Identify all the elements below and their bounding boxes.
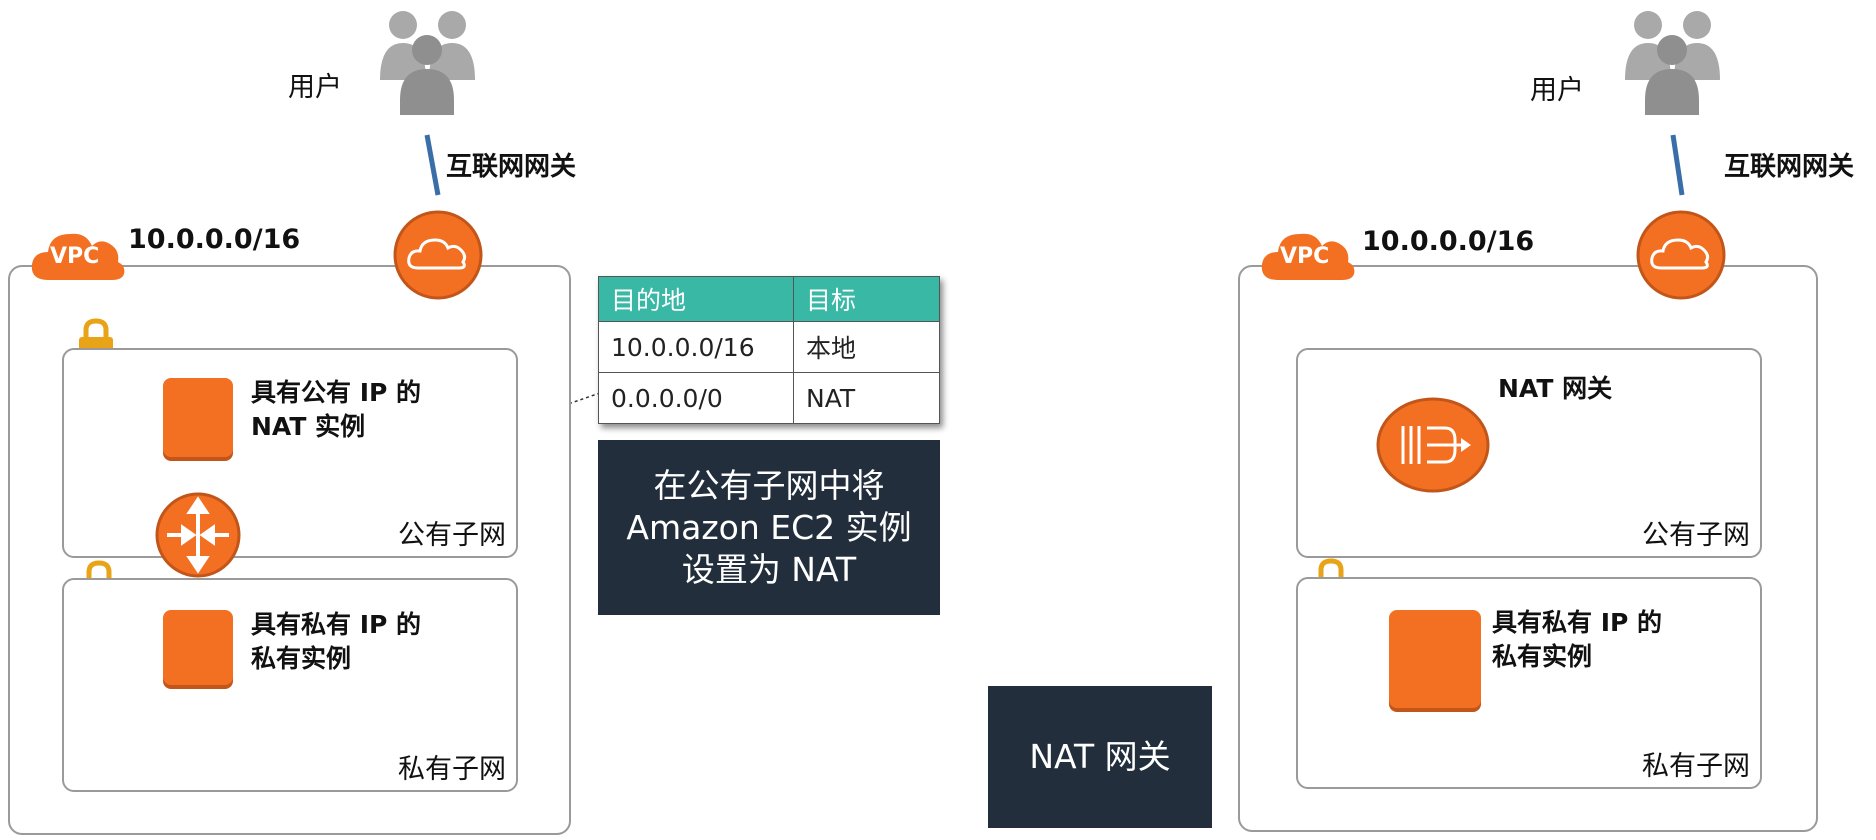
private-subnet-label-left: 私有子网: [398, 754, 506, 785]
private-instance-left: [163, 610, 233, 685]
vpc-label: VPC: [50, 244, 100, 269]
vpc-cloud-icon: VPC: [1258, 220, 1358, 290]
internet-gateway-icon: [1636, 210, 1726, 300]
users-icon: [370, 5, 485, 115]
route-table-cell: 10.0.0.0/16: [598, 321, 794, 373]
private-subnet-left: 私有子网: [62, 578, 518, 792]
private-instance-label-left: 具有私有 IP 的 私有实例: [251, 608, 421, 676]
route-table-header: 目的地 目标: [598, 276, 940, 322]
callout-instance-line2: Amazon EC2 实例: [626, 507, 912, 547]
nat-instance: [163, 378, 233, 457]
private-instance-label-right: 具有私有 IP 的 私有实例: [1492, 606, 1662, 674]
nat-gateway-icon: [1375, 396, 1491, 494]
users-to-igw-line-right: [1670, 134, 1685, 196]
public-subnet-label-left: 公有子网: [398, 520, 506, 551]
internet-gateway-icon: [393, 210, 483, 300]
nat-instance-callout: 在公有子网中将 Amazon EC2 实例 设置为 NAT: [598, 440, 940, 615]
route-table-cell: 0.0.0.0/0: [598, 372, 794, 424]
public-subnet-left: 公有子网: [62, 348, 518, 558]
private-instance-right: [1389, 610, 1481, 708]
table-row: 0.0.0.0/0 NAT: [598, 372, 940, 424]
public-subnet-label-right: 公有子网: [1642, 520, 1750, 551]
private-subnet-label-right: 私有子网: [1642, 751, 1750, 782]
route-table-cell: NAT: [793, 372, 940, 424]
vpc-cloud-icon: VPC: [28, 220, 128, 290]
private-instance-label-line2: 私有实例: [251, 644, 352, 673]
table-row: 10.0.0.0/16 本地: [598, 321, 940, 373]
router-icon: [155, 492, 241, 578]
route-table-header-destination: 目的地: [598, 276, 794, 322]
private-instance-label-line1: 具有私有 IP 的: [251, 610, 422, 639]
igw-label-left: 互联网网关: [446, 152, 577, 182]
users-label-left: 用户: [288, 72, 342, 103]
nat-gateway-label: NAT 网关: [1498, 374, 1613, 403]
route-table: 目的地 目标 10.0.0.0/16 本地 0.0.0.0/0 NAT: [598, 276, 940, 424]
vpc-cidr-left: 10.0.0.0/16: [128, 224, 301, 255]
public-subnet-right: 公有子网: [1296, 348, 1762, 558]
private-subnet-right: 私有子网: [1296, 577, 1762, 789]
vpc-cidr-right: 10.0.0.0/16: [1362, 226, 1535, 257]
route-table-cell: 本地: [793, 321, 940, 373]
callout-instance-line3: 设置为 NAT: [681, 549, 857, 589]
nat-instance-label-line1: 具有公有 IP 的: [251, 378, 422, 407]
route-table-header-target: 目标: [793, 276, 940, 322]
nat-instance-label-line2: NAT 实例: [251, 412, 366, 441]
private-instance-label-right-line1: 具有私有 IP 的: [1492, 608, 1663, 637]
nat-gateway-callout: NAT 网关: [988, 686, 1212, 828]
vpc-label: VPC: [1280, 244, 1330, 269]
users-icon: [1615, 5, 1730, 115]
users-to-igw-line-left: [424, 134, 441, 196]
nat-instance-label: 具有公有 IP 的 NAT 实例: [251, 376, 421, 444]
users-label-right: 用户: [1530, 75, 1584, 106]
private-instance-label-right-line2: 私有实例: [1492, 642, 1593, 671]
callout-instance-line1: 在公有子网中将: [653, 465, 885, 505]
igw-label-right: 互联网网关: [1724, 152, 1855, 182]
